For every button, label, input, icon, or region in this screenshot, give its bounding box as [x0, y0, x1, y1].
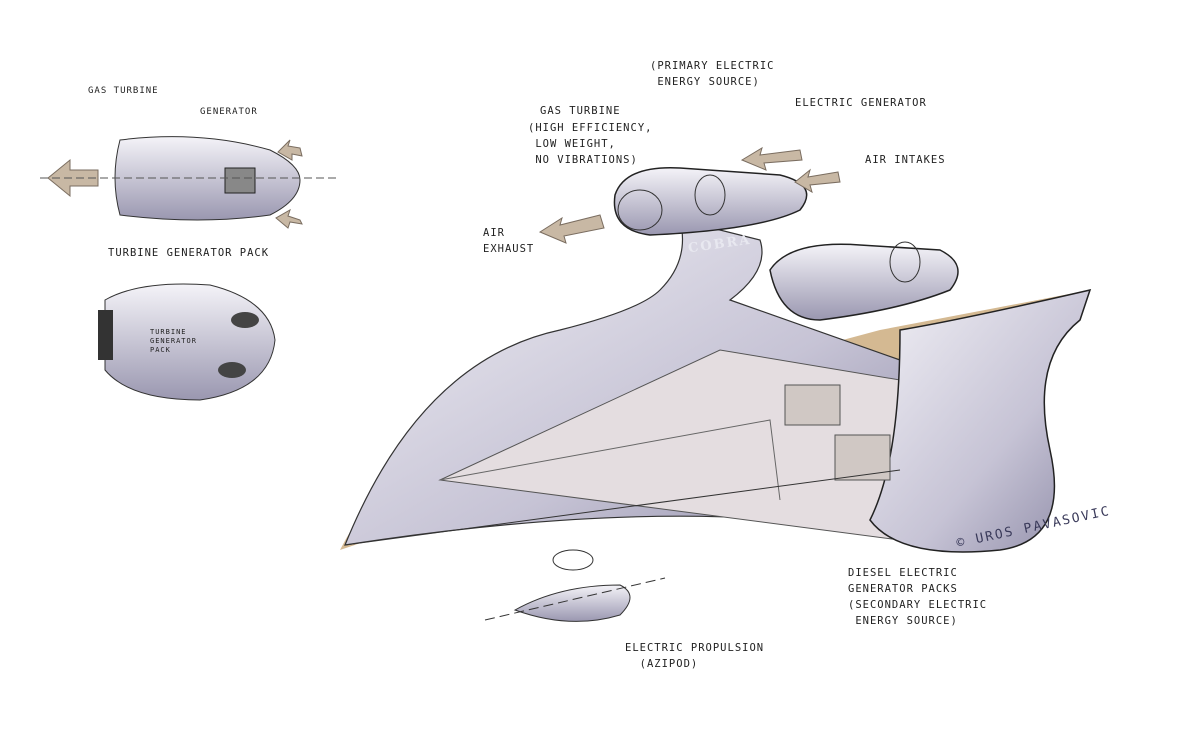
turbine-generator-pack-side — [40, 136, 340, 221]
label-electric-generator: ELECTRIC GENERATOR — [795, 97, 927, 109]
label-diesel-packs: DIESEL ELECTRIC GENERATOR PACKS (SECONDA… — [848, 567, 988, 627]
intake-arrow — [794, 168, 841, 194]
turbine-generator-pack-rear — [98, 283, 276, 401]
pack-exhaust-arrow — [47, 158, 99, 198]
intake-arrow — [740, 146, 803, 171]
label-pack-gas-turbine: GAS TURBINE — [88, 86, 159, 96]
pack-intake-arrow — [275, 208, 303, 229]
pack-intake-arrow — [277, 139, 303, 161]
air-flow-arrows — [47, 139, 841, 244]
label-gas-turbine-notes: (HIGH EFFICIENCY, LOW WEIGHT, NO VIBRATI… — [528, 122, 653, 166]
label-gas-turbine-main: GAS TURBINE — [540, 105, 621, 117]
exhaust-arrow — [538, 214, 605, 244]
label-pack-generator: GENERATOR — [200, 107, 258, 117]
label-air-exhaust: AIR EXHAUST — [483, 227, 535, 255]
label-electric-propulsion: ELECTRIC PROPULSION (AZIPOD) — [625, 642, 765, 670]
turbine-pod-secondary — [769, 241, 959, 321]
turbine-pod-main — [613, 166, 808, 236]
label-air-intakes: AIR INTAKES — [865, 154, 946, 166]
label-primary-source: (PRIMARY ELECTRIC ENERGY SOURCE) — [650, 60, 775, 88]
azipod-sketch — [484, 549, 666, 622]
label-turbine-generator-pack: TURBINE GENERATOR PACK — [108, 247, 270, 259]
yacht-hull — [340, 219, 1092, 553]
label-pack-body-text: TURBINE GENERATOR PACK — [150, 328, 197, 354]
